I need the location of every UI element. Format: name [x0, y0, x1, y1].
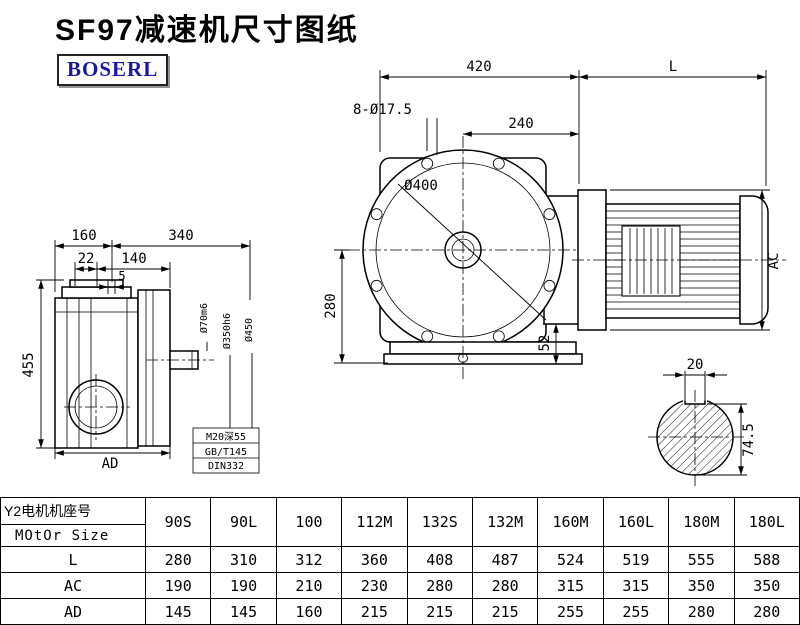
dim-420-label: 420 [466, 59, 491, 75]
table-cell: 190 [210, 572, 277, 599]
table-cell: 280 [733, 598, 800, 625]
dim-74-5-label: 74.5 [741, 423, 757, 457]
table-cell: 280 [668, 598, 735, 625]
thread-note-box [192, 427, 260, 474]
table-cell: 280 [471, 572, 539, 599]
col-header-90L: 90L [210, 497, 277, 547]
side-housing [54, 297, 139, 449]
output-flange [137, 289, 171, 447]
bolt-hole [543, 279, 556, 292]
table-cell: 350 [668, 572, 735, 599]
col-header-112M: 112M [341, 497, 408, 547]
table-cell: 588 [733, 546, 800, 573]
table-cell: 487 [471, 546, 539, 573]
col-header-132S: 132S [406, 497, 473, 547]
table-cell: 519 [602, 546, 670, 573]
flange-lines [145, 290, 154, 446]
page-title: SF97减速机尺寸图纸 [55, 14, 359, 47]
dim-20-label: 20 [687, 357, 704, 373]
table-cell: 230 [341, 572, 408, 599]
keyway-slot [684, 400, 706, 405]
table-cell: 190 [144, 572, 212, 599]
dim-L-label: L [669, 59, 677, 75]
col-header-90S: 90S [144, 497, 212, 547]
bolt-hole [543, 208, 556, 221]
dim-AD-label: AD [102, 456, 119, 472]
thread-spec-label: M20深55 [206, 431, 246, 443]
dim-450-label: Ø450 [243, 318, 255, 342]
col-header-180L: 180L [733, 497, 800, 547]
table-row-AC: AC 190 190 210 230 280 280 315 315 350 3… [0, 572, 800, 599]
din-standard-label: DIN332 [208, 461, 244, 472]
brand-logo: BOSERL [57, 54, 169, 86]
table-cell: 280 [144, 546, 212, 573]
gb-standard-label: GB/T145 [205, 447, 247, 458]
dim-5-label: 5 [118, 269, 125, 283]
dim-52-label: 52 [537, 335, 553, 352]
col-header-160L: 160L [602, 497, 670, 547]
col-header-100: 100 [275, 497, 343, 547]
row-label-AC: AC [0, 572, 146, 599]
table-header-en: MOtOr Size [15, 528, 110, 544]
dim-AC-label: AC [766, 253, 782, 270]
base-foot [383, 353, 583, 365]
row-label-L: L [0, 546, 146, 573]
dim-280-label: 280 [323, 293, 339, 318]
table-cell: 160 [275, 598, 343, 625]
dimension-annotations: 420 L 240 8-Ø17.5 Ø400 280 52 AC [21, 59, 782, 476]
table-cell: 310 [210, 546, 277, 573]
table-header-cell: Y2电机机座号 MOtOr Size [0, 497, 146, 547]
dim-350h6-label: Ø350h6 [221, 313, 233, 349]
table-header-cn: Y2电机机座号 [1, 498, 145, 525]
dim-160-label: 160 [71, 228, 96, 244]
dim-340-label: 340 [168, 228, 193, 244]
side-step-1 [61, 286, 132, 299]
shaft-section [648, 390, 744, 486]
table-cell: 350 [733, 572, 800, 599]
bolt-hole [370, 279, 383, 292]
table-cell: 555 [668, 546, 735, 573]
bolt-callout-label: 8-Ø17.5 [353, 102, 412, 118]
table-cell: 255 [537, 598, 604, 625]
table-cell: 360 [341, 546, 408, 573]
bolt-hole [421, 157, 434, 170]
dim-70m6-label: Ø70m6 [198, 303, 210, 333]
terminal-box-ribs [629, 228, 673, 294]
table-cell: 145 [144, 598, 212, 625]
technical-drawing: 420 L 240 8-Ø17.5 Ø400 280 52 AC [21, 59, 786, 486]
col-header-160M: 160M [537, 497, 604, 547]
row-label-AD: AD [0, 598, 146, 625]
table-cell: 524 [537, 546, 604, 573]
col-header-132M: 132M [471, 497, 539, 547]
col-header-180M: 180M [668, 497, 735, 547]
table-cell: 145 [210, 598, 277, 625]
motor [572, 189, 786, 331]
table-cell: 408 [406, 546, 473, 573]
table-cell: 215 [341, 598, 408, 625]
table-cell: 315 [602, 572, 670, 599]
table-cell: 255 [602, 598, 670, 625]
table-header-row: Y2电机机座号 MOtOr Size 90S 90L 100 112M 132S… [0, 497, 800, 547]
table-row-L: L 280 310 312 360 408 487 524 519 555 58… [0, 546, 800, 573]
front-view [348, 136, 595, 382]
table-cell: 210 [275, 572, 343, 599]
dim-22-label: 22 [78, 251, 95, 267]
bolt-hole [370, 208, 383, 221]
table-cell: 280 [406, 572, 473, 599]
table-cell: 312 [275, 546, 343, 573]
side-view [54, 279, 214, 449]
bolt-hole [492, 157, 505, 170]
dim-140-label: 140 [121, 251, 146, 267]
table-row-AD: AD 145 145 160 215 215 215 255 255 280 2… [0, 598, 800, 625]
dim-240-label: 240 [508, 116, 533, 132]
dim-455-label: 455 [21, 352, 37, 377]
table-cell: 215 [471, 598, 539, 625]
table-cell: 315 [537, 572, 604, 599]
table-cell: 215 [406, 598, 473, 625]
dim-400-label: Ø400 [404, 178, 438, 194]
side-ribs [55, 298, 138, 448]
motor-size-table: Y2电机机座号 MOtOr Size 90S 90L 100 112M 132S… [0, 497, 800, 625]
